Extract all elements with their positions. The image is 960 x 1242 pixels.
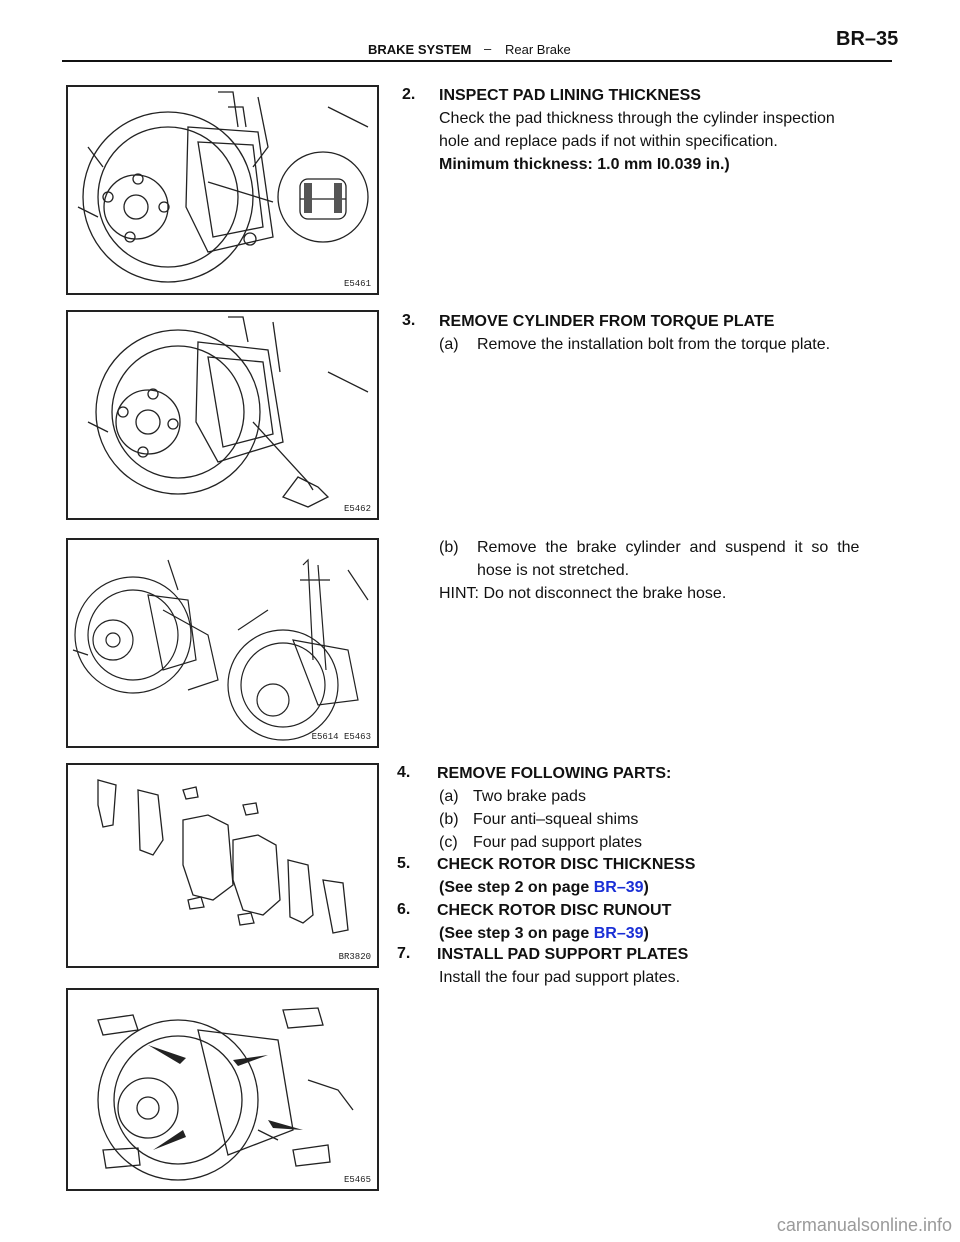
step-5-page-link[interactable]: BR–39 [593, 879, 644, 896]
step-7-number: 7. [397, 945, 411, 962]
step-4a-label: (a) [439, 788, 459, 805]
step-5-ref-prefix: (See step 2 on page [439, 879, 594, 896]
figure-code: BR3820 [338, 952, 371, 962]
step-4-title: REMOVE FOLLOWING PARTS: [437, 765, 672, 782]
figure-code: E5462 [343, 504, 371, 514]
step-7-text: Install the four pad support plates. [439, 969, 681, 986]
figure-install-plates: E5465 [66, 988, 379, 1191]
header-rule [62, 60, 892, 62]
step-6-page-link[interactable]: BR–39 [593, 925, 644, 942]
step-7-title: INSTALL PAD SUPPORT PLATES [437, 946, 689, 963]
figure-code: E5461 [343, 279, 371, 289]
step-4c-label: (c) [439, 834, 458, 851]
step-2-spec: Minimum thickness: 1.0 mm I0.039 in.) [439, 156, 730, 173]
step-6-title: CHECK ROTOR DISC RUNOUT [437, 902, 672, 919]
step-2-number: 2. [402, 86, 416, 103]
step-3b-text-line2: hose is not stretched. [477, 562, 630, 579]
step-4b-text: Four anti–squeal shims [473, 811, 639, 828]
step-3-number: 3. [402, 312, 416, 329]
step-3a-label: (a) [439, 336, 459, 353]
step-5-number: 5. [397, 855, 411, 872]
step-2-text-line1: Check the pad thickness through the cyli… [439, 110, 835, 127]
step-4b-label: (b) [439, 811, 459, 828]
header-separator: – [484, 41, 492, 56]
step-4a-text: Two brake pads [473, 788, 586, 805]
step-5-ref-suffix: ) [643, 879, 649, 896]
step-3b-text-line1: Remove the brake cylinder and suspend it… [477, 539, 860, 556]
step-5-reference: (See step 2 on page BR–39) [439, 876, 649, 899]
section-title: BRAKE SYSTEM [368, 42, 472, 57]
step-5-title: CHECK ROTOR DISC THICKNESS [437, 856, 696, 873]
figure-suspend-cylinder: E5614 E5463 [66, 538, 379, 748]
step-6-ref-suffix: ) [643, 925, 649, 942]
step-3-hint: HINT: Do not disconnect the brake hose. [439, 585, 727, 602]
figure-pad-inspection: E5461 [66, 85, 379, 295]
step-4-number: 4. [397, 764, 411, 781]
step-6-number: 6. [397, 901, 411, 918]
step-6-ref-prefix: (See step 3 on page [439, 925, 594, 942]
step-2-text-line2: hole and replace pads if not within spec… [439, 133, 778, 150]
step-3-title: REMOVE CYLINDER FROM TORQUE PLATE [439, 313, 775, 330]
step-3b-label: (b) [439, 539, 459, 556]
figure-code: E5465 [343, 1175, 371, 1185]
step-4c-text: Four pad support plates [473, 834, 642, 851]
figure-parts-layout: BR3820 [66, 763, 379, 968]
page-number: BR–35 [836, 28, 899, 50]
step-6-reference: (See step 3 on page BR–39) [439, 922, 649, 945]
subsection-title: Rear Brake [505, 42, 571, 57]
step-3a-text: Remove the installation bolt from the to… [477, 336, 831, 353]
site-watermark: carmanualsonline.info [776, 1215, 952, 1235]
step-2-title: INSPECT PAD LINING THICKNESS [439, 87, 701, 104]
figure-remove-bolt: E5462 [66, 310, 379, 520]
figure-code: E5614 E5463 [311, 732, 371, 742]
